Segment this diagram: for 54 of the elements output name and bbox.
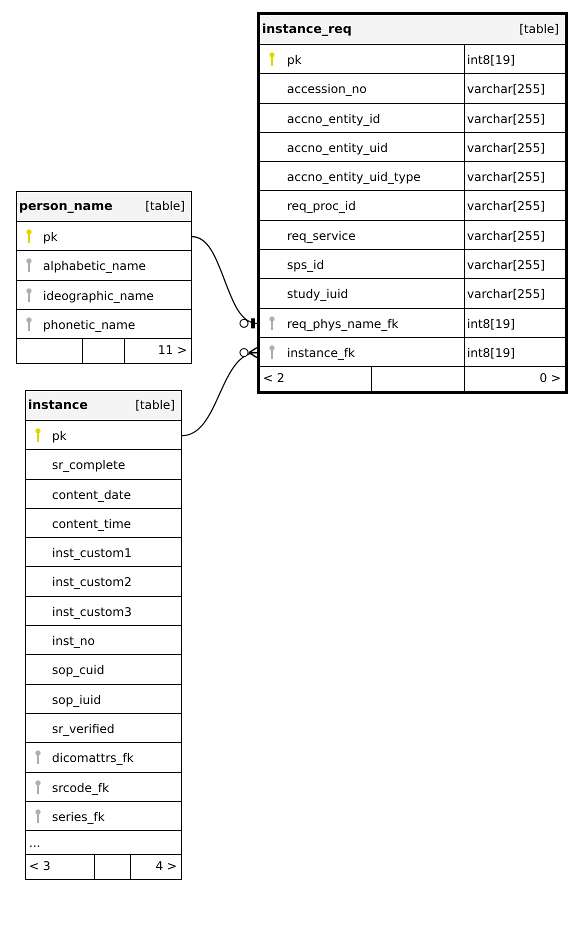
column-name: content_time <box>52 516 132 531</box>
column-type: int8[19] <box>467 346 515 360</box>
column-name: inst_custom1 <box>52 546 132 560</box>
column-name: pk <box>43 230 58 244</box>
column-name: srcode_fk <box>52 780 110 795</box>
relationship-line <box>182 346 259 436</box>
column-name: sop_iuid <box>52 692 102 707</box>
column-type: int8[19] <box>467 316 515 331</box>
column-name: sps_id <box>287 258 324 272</box>
column-name: inst_no <box>52 634 95 648</box>
column-type: varchar[255] <box>467 228 545 243</box>
column-name: pk <box>52 429 67 443</box>
column-name: sop_cuid <box>52 663 104 678</box>
column-name: accno_entity_id <box>287 112 380 126</box>
column-name: req_service <box>287 228 356 243</box>
column-name: accno_entity_uid_type <box>287 170 421 184</box>
column-name: accession_no <box>287 82 367 96</box>
column-name: pk <box>287 53 302 67</box>
column-name: inst_custom3 <box>52 604 132 619</box>
table-name: instance <box>28 398 88 412</box>
relationship-line <box>192 236 258 328</box>
column-name: req_phys_name_fk <box>287 316 398 331</box>
column-type: varchar[255] <box>467 287 545 302</box>
column-name: accno_entity_uid <box>287 140 388 155</box>
column-type: varchar[255] <box>467 199 545 214</box>
column-type: varchar[255] <box>467 112 545 126</box>
column-name: ... <box>29 836 40 850</box>
column-name: inst_custom2 <box>52 575 132 590</box>
column-name: alphabetic_name <box>43 259 146 274</box>
column-name: instance_fk <box>287 346 356 360</box>
column-name: series_fk <box>52 810 105 824</box>
column-name: content_date <box>52 488 132 502</box>
table-tag: [table] <box>519 22 559 36</box>
relation-count: 0 > <box>539 371 561 386</box>
relation-count: 4 > <box>155 859 177 874</box>
column-type: varchar[255] <box>467 140 545 155</box>
column-name: study_iuid <box>287 287 348 302</box>
table-tag: [table] <box>145 199 185 213</box>
relation-count: 11 > <box>158 343 187 358</box>
column-name: sr_complete <box>52 458 126 472</box>
table-tag: [table] <box>135 398 175 412</box>
relation-count: < 2 <box>263 371 285 386</box>
column-type: varchar[255] <box>467 170 545 184</box>
relation-count: < 3 <box>29 859 51 874</box>
column-name: sr_verified <box>52 722 114 736</box>
column-name: req_proc_id <box>287 199 356 214</box>
column-type: int8[19] <box>467 53 515 67</box>
column-name: phonetic_name <box>43 318 136 332</box>
table-name: instance_req <box>262 22 352 36</box>
column-name: dicomattrs_fk <box>52 751 134 766</box>
column-name: ideographic_name <box>43 288 154 303</box>
table-name: person_name <box>19 199 113 213</box>
column-type: varchar[255] <box>467 82 545 96</box>
column-type: varchar[255] <box>467 258 545 272</box>
